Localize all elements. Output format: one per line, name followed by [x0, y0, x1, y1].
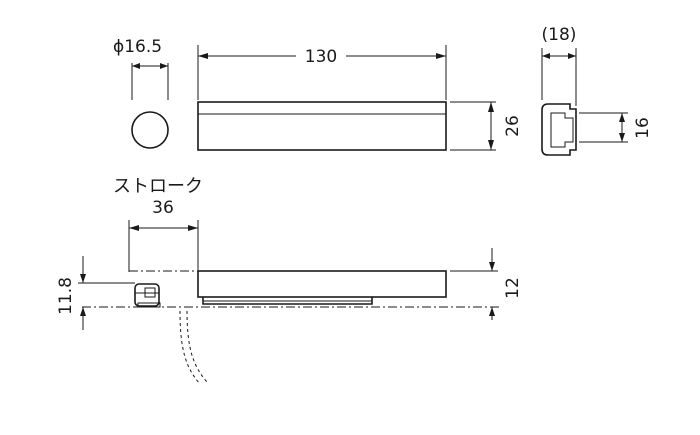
arrow-head: [188, 225, 198, 231]
diameter-label: ϕ16.5: [113, 37, 162, 57]
cable-line-2: [186, 310, 208, 383]
circle-view: ϕ16.5: [113, 37, 169, 149]
arrow-head: [568, 53, 576, 59]
length-label: 130: [305, 47, 337, 67]
arrow-head: [198, 53, 208, 59]
arrow-head: [619, 113, 625, 122]
arrow-head: [489, 307, 495, 316]
arrow-head: [132, 63, 140, 69]
height-label: 26: [503, 115, 523, 137]
knob-body: [134, 283, 160, 307]
knob-slot: [144, 287, 156, 298]
side-view: (18) 16: [541, 25, 653, 156]
arrow-head: [80, 274, 86, 283]
arrow-head: [488, 140, 494, 150]
assembly-view: 11.8 12: [56, 220, 523, 385]
stroke-value-label: 36: [152, 198, 174, 218]
stroke-label: ストローク: [113, 176, 203, 197]
side-profile-outer: [541, 103, 577, 156]
side-height-label: 16: [633, 117, 653, 139]
arrow-head: [619, 133, 625, 142]
knob-height-label: 11.8: [56, 277, 76, 315]
arrow-head: [436, 53, 446, 59]
arrow-head: [488, 102, 494, 112]
front-body: [197, 101, 447, 151]
arrow-head: [542, 53, 550, 59]
side-profile-inner: [550, 112, 574, 148]
arrow-head: [80, 307, 86, 316]
assembly-body: [197, 270, 447, 298]
arrow-head: [489, 262, 495, 271]
thickness-label: 12: [503, 277, 523, 299]
front-view: 130 26: [197, 45, 523, 151]
knob-circle: [131, 111, 169, 149]
side-width-label: (18): [542, 25, 577, 45]
knob-foot: [137, 302, 161, 308]
arrow-head: [160, 63, 168, 69]
arrow-head: [129, 225, 139, 231]
